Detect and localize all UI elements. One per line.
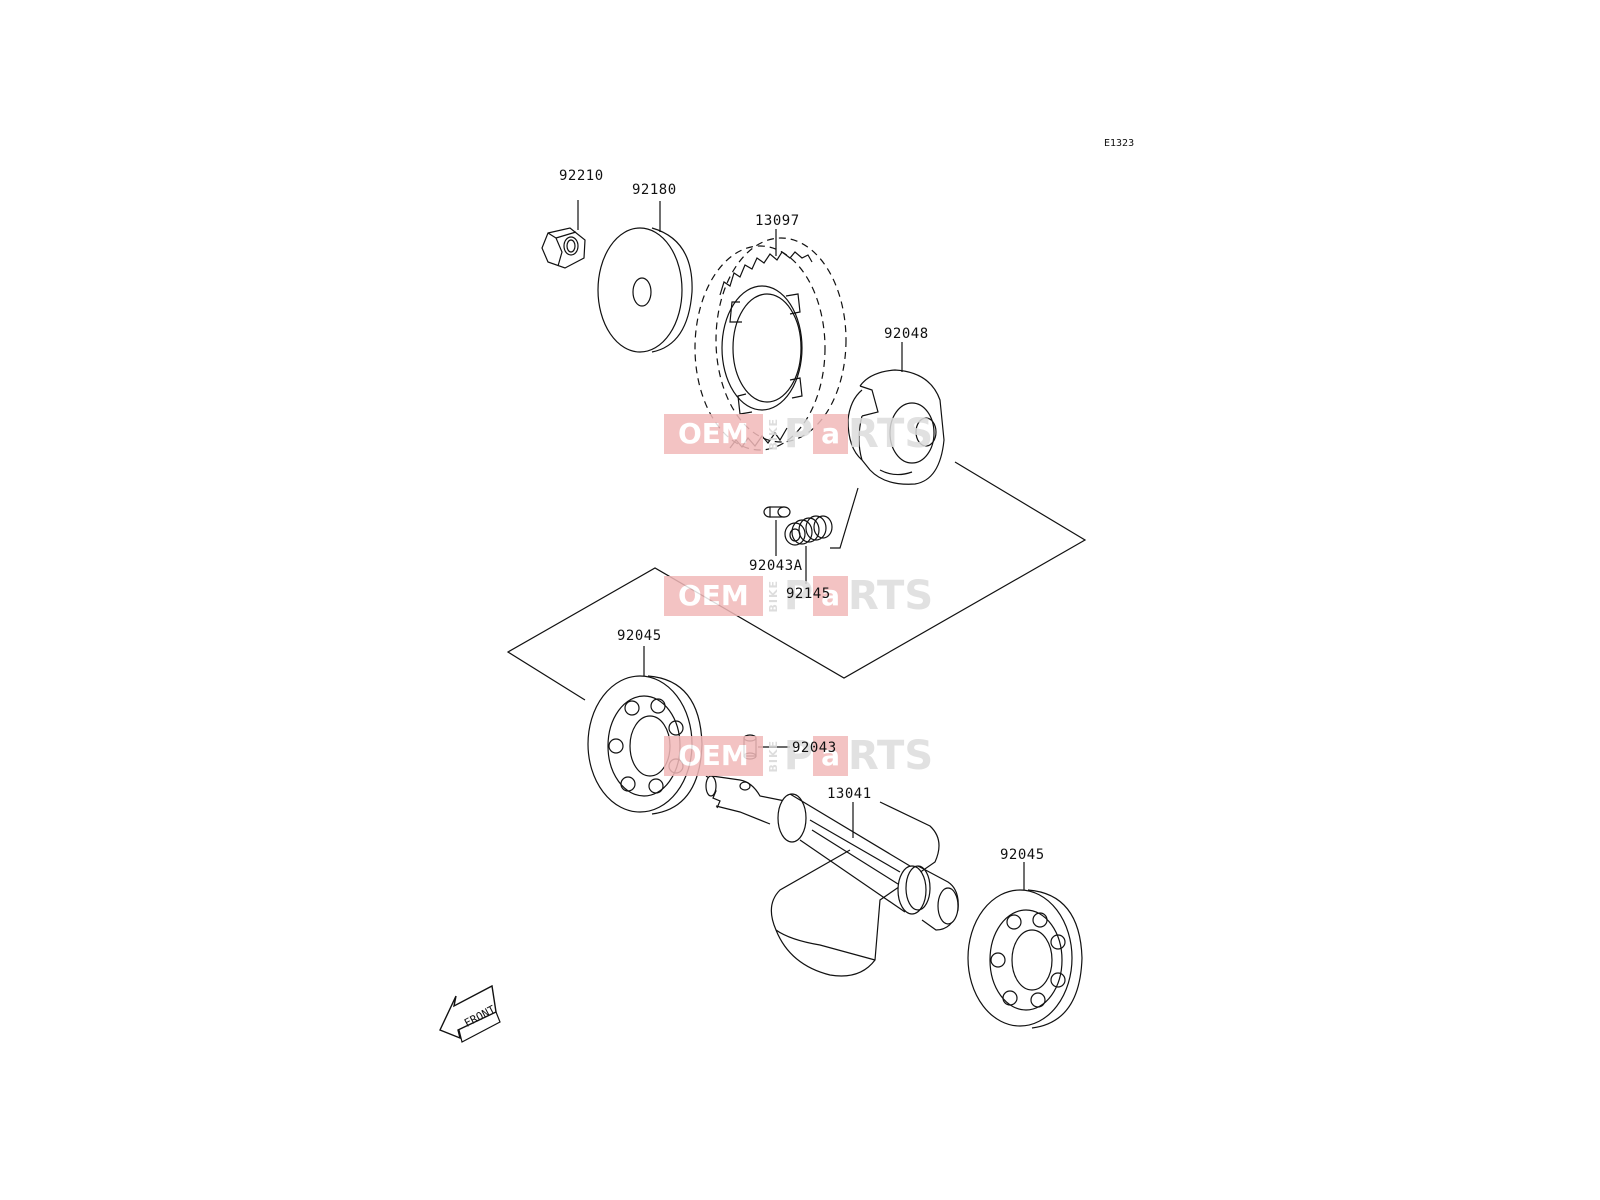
gear-drawing [694,229,847,451]
part-label-pin[interactable]: 92043 [792,740,837,756]
assembly-lines [506,461,1087,701]
pin-a-drawing [763,506,791,556]
diagram-code: E1323 [1104,138,1135,149]
pin-drawing [743,734,790,760]
part-label-bearing-left[interactable]: 92045 [617,628,662,644]
bearing-right-drawing [967,862,1083,1029]
part-label-shaft[interactable]: 13041 [827,786,872,802]
part-label-nut[interactable]: 92210 [559,168,604,184]
part-label-gear[interactable]: 13097 [755,213,800,229]
shaft-drawing [705,775,959,977]
nut-drawing [541,200,586,269]
front-arrow-icon: FRONT [439,984,501,1043]
part-label-washer[interactable]: 92180 [632,182,677,198]
spring-drawing [784,487,859,584]
washer-drawing [597,201,693,353]
part-label-weight[interactable]: 92048 [884,326,929,342]
part-label-spring[interactable]: 92145 [786,586,831,602]
part-label-pin-a[interactable]: 92043A [749,558,803,574]
weight-drawing [847,342,945,485]
bearing-left-drawing [587,646,703,815]
part-label-bearing-right[interactable]: 92045 [1000,847,1045,863]
